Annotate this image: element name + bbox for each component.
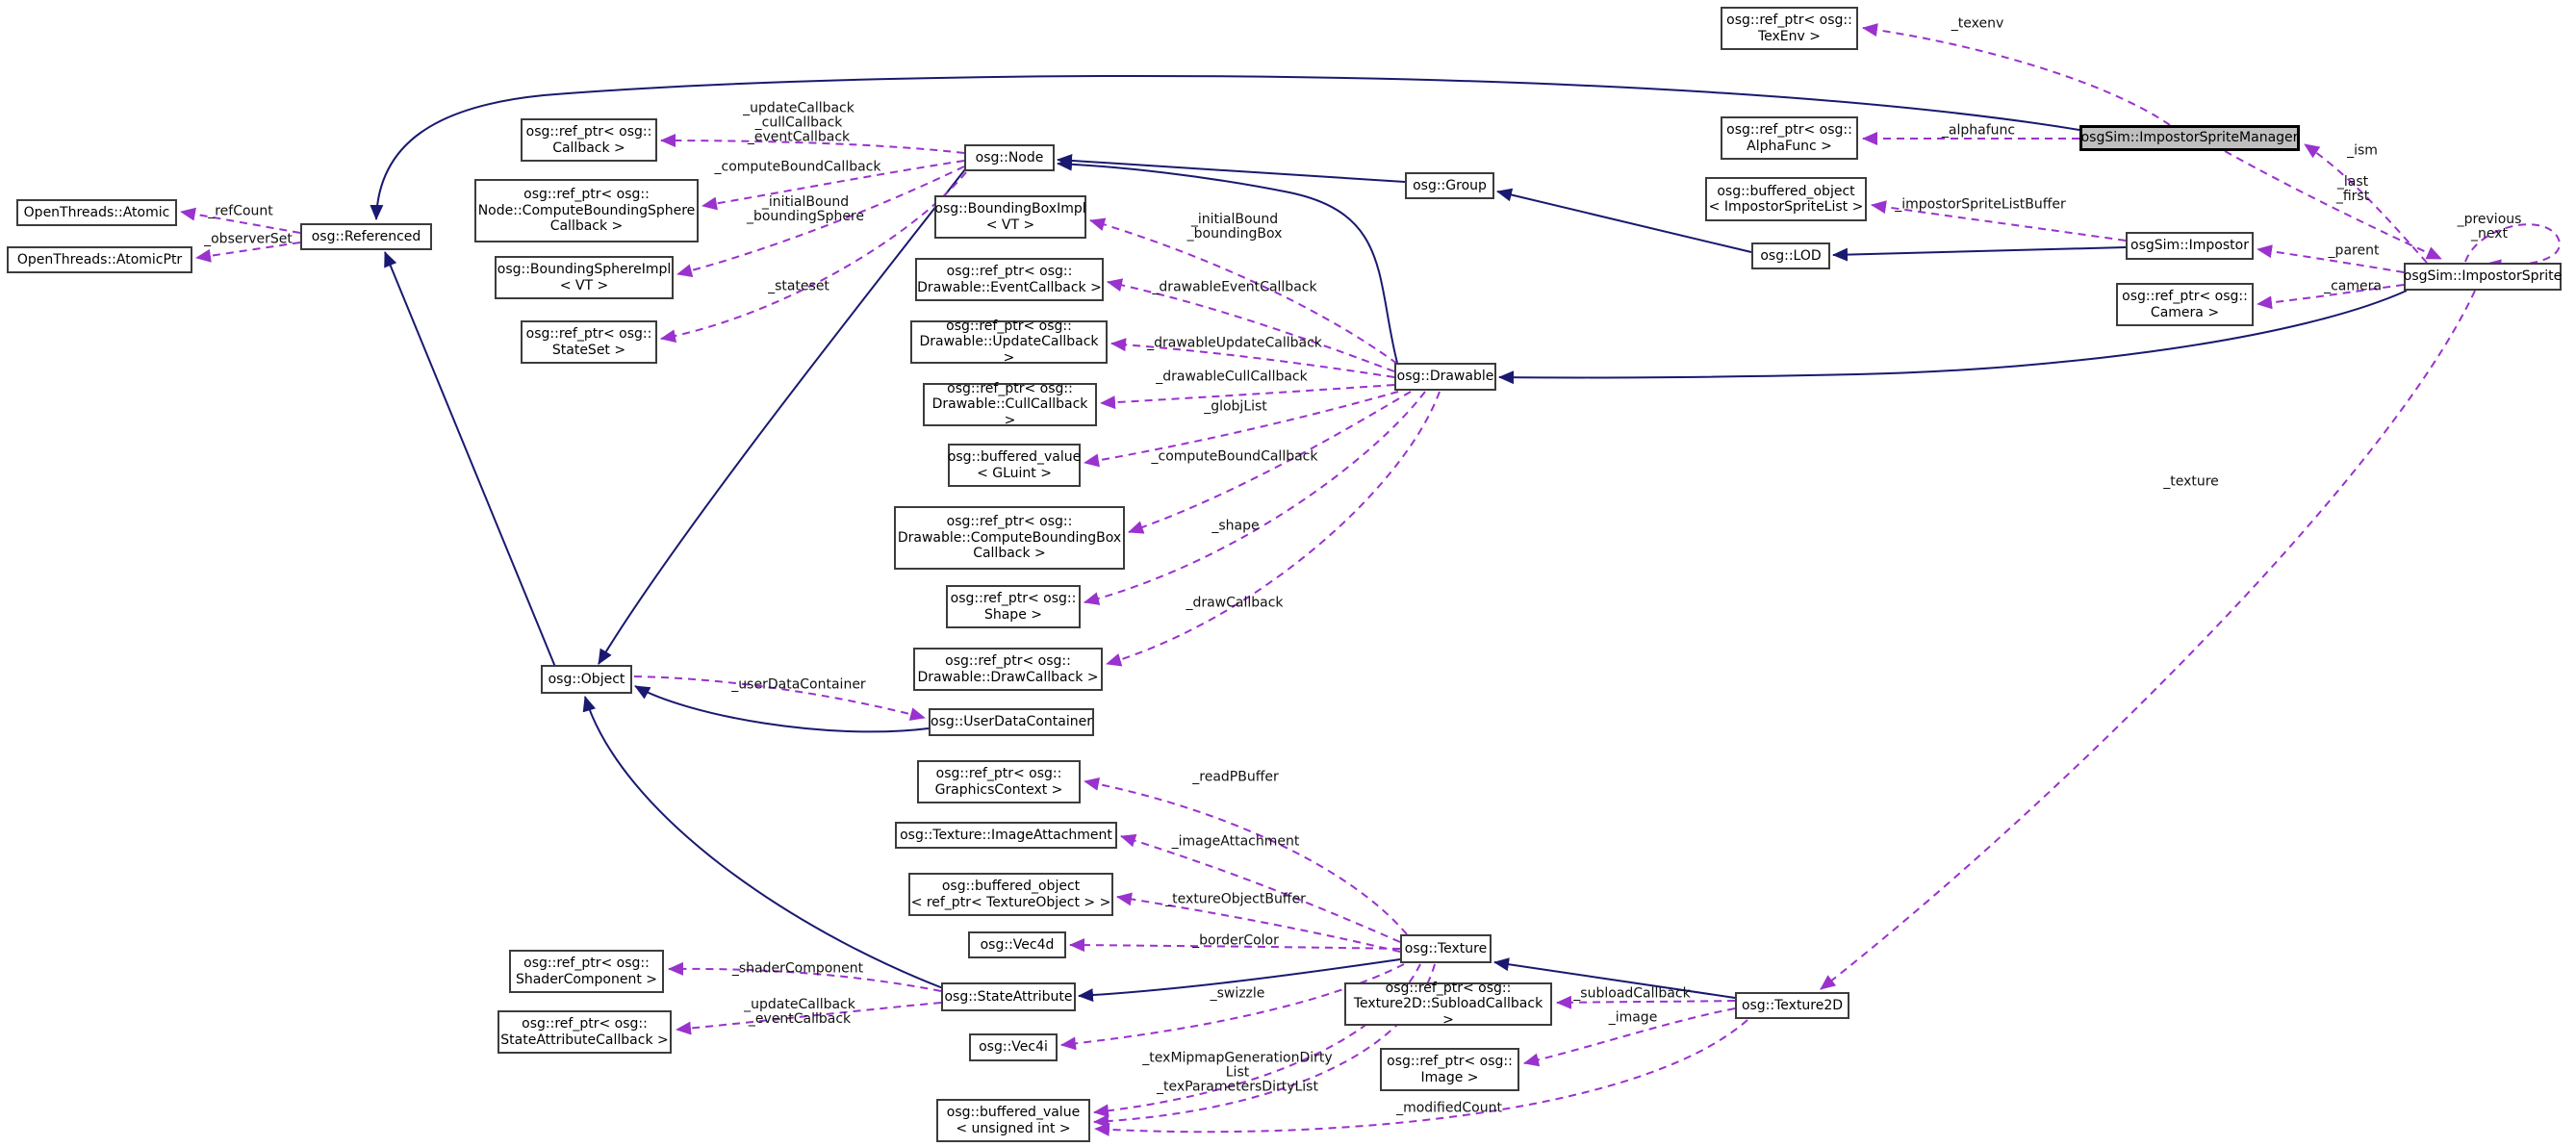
class-node-bufferedobject-impostorspritelist[interactable]: osg::buffered_object < ImpostorSpriteLis… xyxy=(1705,177,1867,221)
class-node-openthreads-atomic[interactable]: OpenThreads::Atomic xyxy=(16,199,177,226)
edge-label-node-computebound: _computeBoundCallback xyxy=(714,159,881,175)
class-node-osgsim-impostor[interactable]: osgSim::Impostor xyxy=(2126,232,2254,260)
edge-label-shape: _shape xyxy=(1211,518,1260,534)
edge-impostor-to-lod xyxy=(1832,246,2127,262)
class-node-refptr-shadercomponent[interactable]: osg::ref_ptr< osg:: ShaderComponent > xyxy=(509,950,664,993)
class-node-refptr-camera[interactable]: osg::ref_ptr< osg:: Camera > xyxy=(2116,283,2254,326)
class-node-refptr-graphicscontext[interactable]: osg::ref_ptr< osg:: GraphicsContext > xyxy=(917,760,1081,803)
edge-label-ism: _ism xyxy=(2347,142,2378,159)
edge-label-initialbound-box: _initialBound _boundingBox xyxy=(1186,212,1283,242)
class-node-osg-texture[interactable]: osg::Texture xyxy=(1400,934,1492,963)
class-node-osg-stateattribute[interactable]: osg::StateAttribute xyxy=(941,982,1076,1011)
class-node-osg-vec4i[interactable]: osg::Vec4i xyxy=(969,1033,1058,1061)
edge-label-texenv: _texenv xyxy=(1951,15,2004,32)
class-node-refptr-shape[interactable]: osg::ref_ptr< osg:: Shape > xyxy=(946,585,1081,628)
edge-userdatacontainer-to-object xyxy=(634,685,930,733)
edge-drawable-shape xyxy=(1084,391,1426,605)
edge-drawable-drawcallback xyxy=(1106,391,1441,667)
edge-node-to-object xyxy=(598,168,966,665)
edge-drawable-to-node xyxy=(1057,157,1398,364)
edge-texture-readpbuffer xyxy=(1084,777,1408,935)
edge-label-texture: _texture xyxy=(2163,473,2219,490)
edge-label-bordercolor: _borderColor xyxy=(1192,932,1279,949)
edge-label-texdirtylists: _texMipmapGenerationDirty List _texParam… xyxy=(1142,1050,1333,1095)
edge-stateattribute-to-object xyxy=(582,696,944,989)
edge-label-refcount: _refCount xyxy=(208,203,273,219)
edge-label-textureobjectbuffer: _textureObjectBuffer xyxy=(1165,891,1306,907)
class-node-bufferedobject-textureobject[interactable]: osg::buffered_object < ref_ptr< TextureO… xyxy=(908,873,1113,916)
class-node-refptr-alphafunc[interactable]: osg::ref_ptr< osg:: AlphaFunc > xyxy=(1721,116,1858,160)
edge-label-alphafunc: _alphafunc xyxy=(1941,122,2016,139)
edge-object-to-referenced xyxy=(384,251,556,668)
class-node-texture-imageattachment[interactable]: osg::Texture::ImageAttachment xyxy=(895,822,1117,849)
class-node-osg-referenced[interactable]: osg::Referenced xyxy=(300,223,432,250)
class-node-boundingsphereimpl[interactable]: osg::BoundingSphereImpl < VT > xyxy=(495,256,674,299)
edge-label-image: _image xyxy=(1608,1009,1658,1026)
class-node-refptr-stateattributecallback[interactable]: osg::ref_ptr< osg:: StateAttributeCallba… xyxy=(497,1010,672,1054)
class-node-refptr-drawable-drawcallback[interactable]: osg::ref_ptr< osg:: Drawable::DrawCallba… xyxy=(913,648,1103,691)
edge-label-modifiedcount: _modifiedCount xyxy=(1396,1100,1502,1116)
edge-label-globjlist: _globjList xyxy=(1204,398,1267,415)
edge-label-last-first: _last _first xyxy=(2335,174,2370,204)
edge-label-initialbound-sphere: _initialBound _boundingSphere xyxy=(746,194,865,224)
edge-label-stateset: _stateset xyxy=(768,278,829,294)
class-node-refptr-image[interactable]: osg::ref_ptr< osg:: Image > xyxy=(1380,1048,1519,1091)
class-node-osg-drawable[interactable]: osg::Drawable xyxy=(1394,363,1496,391)
class-node-osg-lod[interactable]: osg::LOD xyxy=(1751,242,1830,269)
class-node-openthreads-atomicptr[interactable]: OpenThreads::AtomicPtr xyxy=(7,246,192,273)
class-node-refptr-texenv[interactable]: osg::ref_ptr< osg:: TexEnv > xyxy=(1721,7,1858,50)
edge-label-camera: _camera xyxy=(2324,278,2382,294)
class-node-osg-group[interactable]: osg::Group xyxy=(1405,172,1494,199)
edge-impostorsprite-to-drawable xyxy=(1498,290,2408,385)
class-node-refptr-callback[interactable]: osg::ref_ptr< osg:: Callback > xyxy=(521,118,657,162)
edge-group-to-node xyxy=(1057,153,1406,183)
edge-label-node-callbacks: _updateCallback _cullCallback _eventCall… xyxy=(743,100,854,145)
class-node-refptr-drawable-cullcallback[interactable]: osg::ref_ptr< osg:: Drawable::CullCallba… xyxy=(923,381,1097,428)
edge-ism-texenv xyxy=(1862,23,2171,126)
edge-label-stateattr-callbacks: _updateCallback _eventCallback xyxy=(744,997,855,1027)
class-node-refptr-drawable-updatecallback[interactable]: osg::ref_ptr< osg:: Drawable::UpdateCall… xyxy=(910,319,1108,366)
class-node-refptr-drawable-eventcallback[interactable]: osg::ref_ptr< osg:: Drawable::EventCallb… xyxy=(915,258,1104,301)
class-node-osg-userdatacontainer[interactable]: osg::UserDataContainer xyxy=(929,708,1094,736)
edge-label-impostorspritelistbuffer: _impostorSpriteListBuffer xyxy=(1895,196,2066,213)
class-node-osg-node[interactable]: osg::Node xyxy=(964,144,1055,171)
class-node-refptr-computeboundingbox-callback[interactable]: osg::ref_ptr< osg:: Drawable::ComputeBou… xyxy=(894,506,1125,570)
edge-label-drawable-event: _drawableEventCallback xyxy=(1152,279,1317,295)
edge-label-drawable-computebound: _computeBoundCallback xyxy=(1151,448,1318,465)
class-node-refptr-stateset[interactable]: osg::ref_ptr< osg:: StateSet > xyxy=(521,320,657,364)
class-node-refptr-subloadcallback[interactable]: osg::ref_ptr< osg:: Texture2D::SubloadCa… xyxy=(1344,981,1552,1028)
class-node-boundingboximpl[interactable]: osg::BoundingBoxImpl < VT > xyxy=(934,195,1086,239)
class-node-refptr-computeboundingsphere-callback[interactable]: osg::ref_ptr< osg:: Node::ComputeBoundin… xyxy=(474,179,699,242)
edge-label-parent: _parent xyxy=(2328,242,2380,259)
edge-impostorsprite-texture2d xyxy=(1820,290,2476,990)
edge-label-readpbuffer: _readPBuffer xyxy=(1192,769,1279,785)
edge-label-drawable-cull: _drawableCullCallback xyxy=(1156,369,1308,385)
edge-label-drawable-update: _drawableUpdateCallback xyxy=(1147,335,1322,351)
class-node-bufferedvalue-gluint[interactable]: osg::buffered_value < GLuint > xyxy=(948,444,1081,487)
class-node-osgsim-impostorsprite[interactable]: osgSim::ImpostorSprite xyxy=(2404,263,2562,291)
edge-label-shadercomponent: _shaderComponent xyxy=(731,960,864,977)
edge-label-drawcallback: _drawCallback xyxy=(1186,595,1284,611)
edge-texture-imageattachment xyxy=(1120,833,1401,943)
edge-drawable-eventcallback xyxy=(1107,278,1395,372)
class-node-osg-texture2d[interactable]: osg::Texture2D xyxy=(1735,992,1849,1019)
edge-label-swizzle: _swizzle xyxy=(1210,985,1265,1002)
class-node-osg-object[interactable]: osg::Object xyxy=(541,665,632,694)
edge-label-observerset: _observerSet xyxy=(204,231,293,247)
class-node-osg-vec4d[interactable]: osg::Vec4d xyxy=(968,931,1066,958)
class-node-impostorspritemanager-main[interactable]: osgSim::ImpostorSpriteManager xyxy=(2079,125,2300,151)
edge-label-previous-next: _previous _next xyxy=(2457,212,2522,242)
edge-label-subloadcallback: _subloadCallback xyxy=(1573,985,1691,1002)
edge-label-imageattachment: _imageAttachment xyxy=(1171,833,1300,850)
edge-label-userdatacontainer: _userDataContainer xyxy=(731,676,866,693)
class-node-bufferedvalue-unsignedint[interactable]: osg::buffered_value < unsigned int > xyxy=(936,1099,1090,1142)
